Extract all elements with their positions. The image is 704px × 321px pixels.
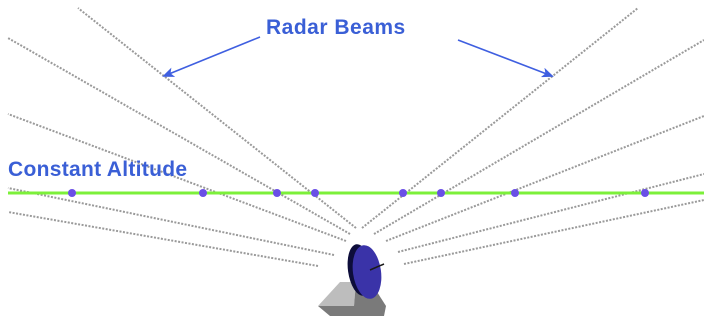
intersection-dot xyxy=(311,189,319,197)
beam-lines xyxy=(7,7,704,267)
radar-beams-label: Radar Beams xyxy=(266,16,406,39)
dish-face xyxy=(352,245,382,299)
label-arrows xyxy=(162,36,554,78)
beam-line xyxy=(373,39,704,235)
pedestal-base xyxy=(318,306,386,316)
arrow-left xyxy=(162,36,261,77)
intersection-dot xyxy=(511,189,519,197)
intersection-points xyxy=(68,189,649,197)
beam-line xyxy=(361,7,639,229)
intersection-dot xyxy=(399,189,407,197)
beam-line xyxy=(77,7,357,229)
beam-line xyxy=(7,211,319,267)
intersection-dot xyxy=(437,189,445,197)
dish-feed xyxy=(369,263,385,271)
beam-line xyxy=(385,115,704,242)
beam-line xyxy=(7,187,335,256)
pedestal-left-face xyxy=(318,282,356,306)
intersection-dot xyxy=(641,189,649,197)
intersection-dot xyxy=(68,189,76,197)
beam-line xyxy=(7,113,347,242)
beam-line xyxy=(403,199,704,265)
arrow-right xyxy=(457,39,554,78)
intersection-dot xyxy=(273,189,281,197)
radar-dish-icon xyxy=(318,244,386,316)
constant-altitude-label: Constant Altitude xyxy=(8,158,188,181)
beam-line xyxy=(397,173,704,253)
intersection-dot xyxy=(199,189,207,197)
beam-line xyxy=(7,37,351,235)
